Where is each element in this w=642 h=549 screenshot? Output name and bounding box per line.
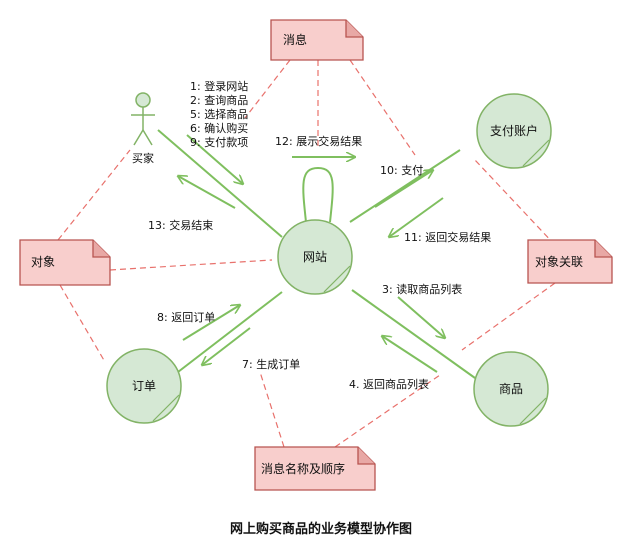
- association-links: [157, 129, 476, 379]
- connector-association-product: [461, 282, 556, 351]
- link-website-product: [351, 289, 476, 379]
- msg-site-to-buyer: 13: 交易结束: [148, 218, 213, 232]
- msg-self: 12: 展示交易结果: [275, 134, 362, 148]
- connector-message-payment: [349, 59, 416, 156]
- connector-object-website: [109, 259, 273, 271]
- arrow-pay-to-site: [389, 197, 444, 237]
- link-website-payment: [349, 149, 461, 223]
- message-arrows: [178, 134, 445, 373]
- note-message-shape: [270, 19, 364, 61]
- note-object-label: 对象: [31, 255, 55, 269]
- msg-site-to-pay: 10: 支付: [380, 164, 423, 177]
- arrow-order-to-site: [182, 305, 240, 341]
- node-product-slash: [519, 397, 547, 425]
- msg-buyer-to-site-1: 1: 登录网站: [190, 79, 248, 93]
- note-message-order-fold: [357, 447, 375, 465]
- connector-msgorder-product: [334, 374, 441, 448]
- actor-leg-left: [133, 129, 144, 146]
- arrow-site-to-order: [202, 327, 251, 365]
- diagram-caption: 网上购买商品的业务模型协作图: [230, 521, 412, 537]
- connector-message-buyer: [244, 59, 291, 119]
- arrow-site-to-pay: [374, 170, 433, 208]
- msg-pay-to-site: 11: 返回交易结果: [404, 230, 491, 244]
- node-payment-slash: [522, 139, 550, 167]
- msg-buyer-to-site-5: 9: 支付款项: [190, 135, 248, 149]
- note-message-label: 消息: [283, 32, 307, 47]
- node-payment-label: 支付账户: [490, 123, 538, 138]
- arrow-buyer-to-site: [186, 134, 243, 184]
- node-product-circle: [473, 351, 549, 427]
- link-website-order: [177, 291, 283, 373]
- note-object-shape: [19, 239, 111, 286]
- actor-leg-right: [142, 129, 153, 146]
- arrow-site-to-product: [397, 296, 445, 338]
- msg-order-to-site: 8: 返回订单: [157, 311, 215, 324]
- note-message: 消息: [270, 19, 364, 61]
- node-website-label: 网站: [303, 250, 327, 264]
- node-order-slash: [152, 394, 180, 422]
- msg-site-to-order: 7: 生成订单: [242, 357, 300, 371]
- note-association-label: 对象关联: [535, 255, 583, 269]
- actor-buyer: [131, 92, 155, 146]
- note-message-order: 消息名称及顺序: [254, 446, 376, 491]
- note-message-order-shape: [254, 446, 376, 491]
- node-order-label: 订单: [132, 379, 156, 393]
- node-payment: 支付账户: [476, 93, 552, 169]
- note-object: 对象: [19, 239, 111, 286]
- node-website-slash: [323, 265, 351, 293]
- note-association-shape: [527, 239, 613, 284]
- note-association: 对象关联: [527, 239, 613, 284]
- link-self-loop: [302, 166, 334, 223]
- node-product: 商品: [473, 351, 549, 427]
- note-message-fold: [345, 20, 363, 38]
- connector-object-buyer: [57, 149, 131, 241]
- node-website-circle: [277, 219, 353, 295]
- msg-site-to-product: 3: 读取商品列表: [382, 282, 462, 296]
- msg-buyer-to-site-4: 6: 确认购买: [190, 121, 248, 135]
- note-object-fold: [92, 240, 110, 258]
- note-message-order-label: 消息名称及顺序: [261, 461, 345, 476]
- node-website: 网站: [277, 219, 353, 295]
- node-payment-circle: [476, 93, 552, 169]
- connector-msgorder-order: [259, 371, 285, 448]
- actor-head: [135, 92, 151, 108]
- actor-label: 买家: [132, 151, 154, 165]
- note-connectors: [57, 59, 556, 448]
- node-order-circle: [106, 348, 182, 424]
- msg-product-to-site: 4. 返回商品列表: [349, 377, 429, 391]
- link-buyer-website: [157, 129, 283, 238]
- node-order: 订单: [106, 348, 182, 424]
- msg-buyer-to-site-3: 5: 选择商品: [190, 107, 248, 121]
- msg-buyer-to-site-2: 2: 查询商品: [190, 93, 248, 107]
- connector-object-order: [59, 284, 106, 363]
- node-product-label: 商品: [499, 381, 523, 396]
- arrow-product-to-site: [382, 336, 438, 373]
- arrow-site-to-buyer: [178, 176, 236, 209]
- note-association-fold: [594, 240, 612, 258]
